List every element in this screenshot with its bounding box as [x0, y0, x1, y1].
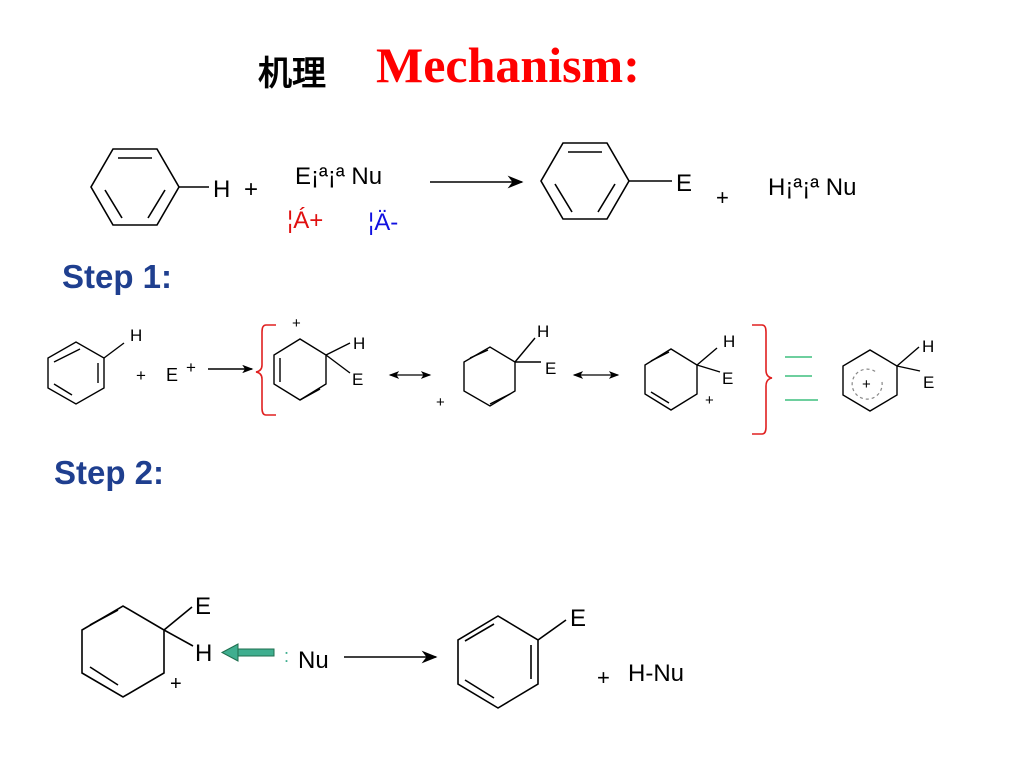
step1-res2-e: E	[545, 359, 556, 378]
step1-hybrid-h: H	[922, 337, 934, 356]
step1-resonance-3	[644, 347, 721, 411]
step1-hybrid-charge: +	[862, 376, 871, 393]
benzene-reactant	[90, 148, 209, 226]
title-english: Mechanism:	[376, 37, 640, 93]
overall-cation-mark: ¦Á+	[287, 207, 323, 234]
overall-anion-mark: ¦Ä-	[368, 209, 398, 236]
attack-arrow	[220, 643, 275, 662]
step1-hybrid-e: E	[923, 373, 934, 392]
step2-sigma-e: E	[195, 593, 211, 620]
overall-plus-2: +	[716, 185, 729, 210]
step2-byproduct: H-Nu	[628, 660, 684, 687]
step2-sigma-complex	[81, 605, 194, 698]
step1-electrophile-charge: +	[186, 358, 196, 377]
left-bracket	[255, 324, 276, 416]
equals-sign	[785, 356, 818, 401]
step1-res1-charge: +	[292, 315, 301, 332]
step2-plus: +	[597, 665, 610, 690]
step1-label: Step 1:	[62, 258, 173, 295]
step1-resonance-2	[463, 337, 541, 407]
step2-sigma-h: H	[195, 640, 212, 667]
overall-byproduct: H¡ª¡ª Nu	[768, 174, 856, 201]
step1-benzene	[47, 341, 125, 405]
right-bracket	[752, 324, 773, 435]
step1-electrophile: E	[166, 365, 178, 385]
step1-res1-e: E	[352, 370, 363, 389]
overall-plus-1: +	[244, 176, 258, 203]
overall-reagent: E¡ª¡ª Nu	[295, 163, 382, 190]
nucleophile-lone-pair: :	[284, 646, 289, 666]
step1-benzene-h: H	[130, 326, 142, 345]
step2-product-e: E	[570, 605, 586, 632]
benzene-product	[540, 142, 672, 220]
step1-res3-h: H	[723, 332, 735, 351]
step2-sigma-charge: +	[170, 673, 182, 695]
step2-label: Step 2:	[54, 454, 165, 491]
step1-hybrid	[842, 346, 921, 412]
title-chinese: 机理	[258, 54, 326, 94]
step2-nucleophile: Nu	[298, 647, 329, 674]
step1-res1-h: H	[353, 334, 365, 353]
step1-resonance-1	[273, 338, 351, 401]
step1-res3-charge: +	[705, 392, 714, 409]
overall-reactant-h: H	[213, 176, 230, 203]
step1-res3-e: E	[722, 369, 733, 388]
step2-product	[457, 615, 567, 709]
step1-res2-charge: +	[436, 394, 445, 411]
overall-product-e: E	[676, 170, 692, 197]
step1-res2-h: H	[537, 322, 549, 341]
step1-plus: +	[136, 366, 146, 385]
